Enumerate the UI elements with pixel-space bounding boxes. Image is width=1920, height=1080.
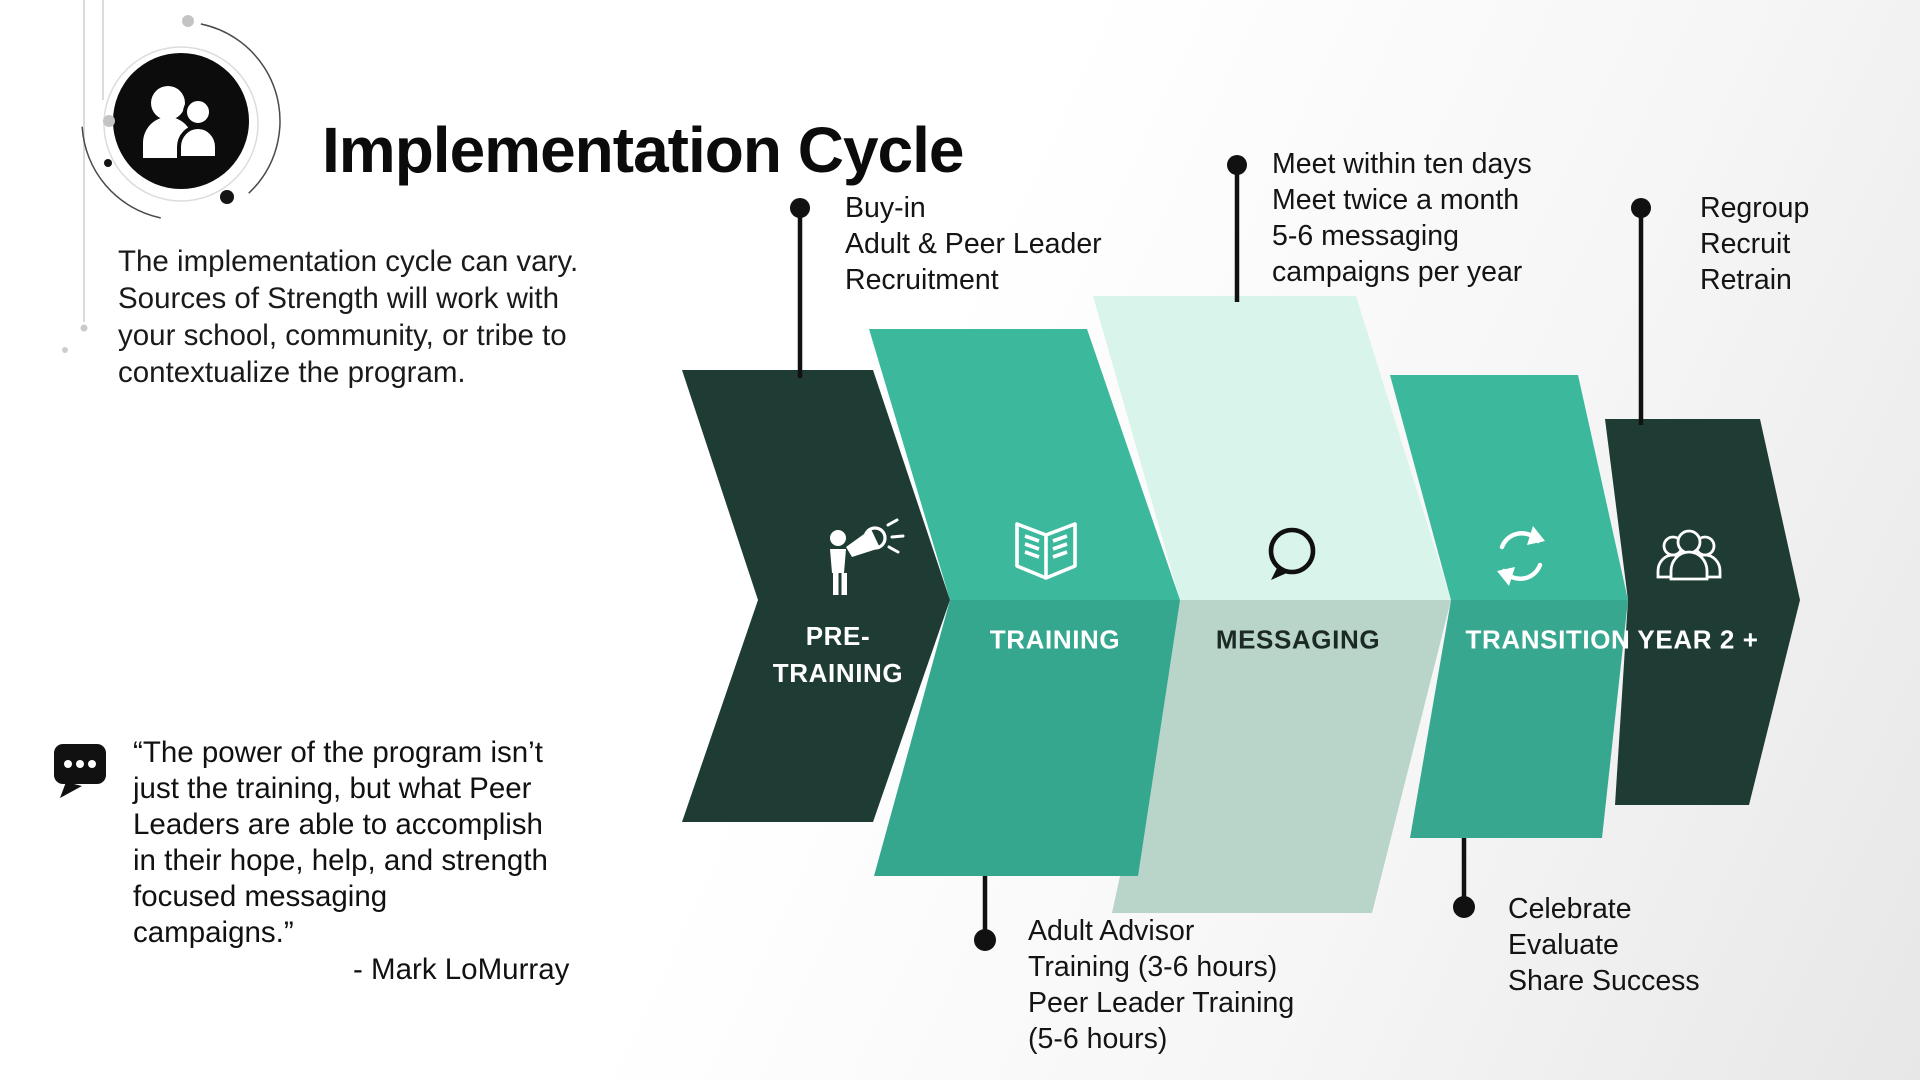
people-group-icon: [1643, 511, 1743, 603]
callout-celebrate: Celebrate Evaluate Share Success: [1508, 893, 1700, 997]
quote-attribution: - Mark LoMurray: [353, 953, 570, 986]
phase-label-year-2-plus: YEAR 2 +: [1637, 624, 1759, 655]
open-book-icon: [1000, 511, 1100, 603]
phase-label-transition: TRANSITION: [1465, 624, 1631, 655]
decor-dot: [220, 190, 234, 204]
phase-label-pre-training: PRE- TRAINING: [772, 621, 904, 688]
callout-dots: [790, 155, 1651, 951]
decor-dot: [182, 15, 194, 27]
chevron-training-bottom: [874, 600, 1180, 876]
callout-stems: [797, 165, 1644, 936]
megaphone-person-icon: [808, 516, 908, 608]
chevron-training-top: [869, 329, 1180, 600]
chevron-transition-top: [1390, 375, 1628, 600]
chevron-pre-training: [682, 370, 950, 822]
speech-bubble-dots-icon: [54, 744, 106, 798]
phase-label-messaging: MESSAGING: [1215, 624, 1381, 655]
callout-buy-in: Buy-in Adult & Peer Leader Recruitment: [845, 192, 1102, 296]
speech-bubble-icon: [1245, 511, 1345, 603]
chevron-year-2-plus: [1605, 419, 1800, 805]
phase-label-training: TRAINING: [989, 624, 1121, 655]
intro-paragraph: The implementation cycle can vary. Sourc…: [118, 245, 579, 389]
chevron-messaging-top: [1093, 296, 1451, 600]
sync-arrows-icon: [1475, 510, 1575, 602]
quote-text: “The power of the program isn’t just the…: [133, 736, 548, 949]
decor-dot: [62, 347, 68, 353]
callout-adult-advisor: Adult Advisor Training (3-6 hours) Peer …: [1028, 915, 1295, 1055]
chevron-messaging-bottom: [1112, 600, 1451, 913]
people-duo-icon: [143, 86, 219, 160]
page-title: Implementation Cycle: [322, 113, 964, 186]
callout-regroup: Regroup Recruit Retrain: [1700, 192, 1810, 296]
decor-dot: [80, 324, 88, 332]
decorative-circle-cluster: [62, 0, 281, 353]
chevron-transition-bottom: [1410, 600, 1628, 838]
decor-dot: [104, 159, 112, 167]
decor-dot: [103, 115, 115, 127]
callout-meetings: Meet within ten days Meet twice a month …: [1272, 148, 1532, 288]
